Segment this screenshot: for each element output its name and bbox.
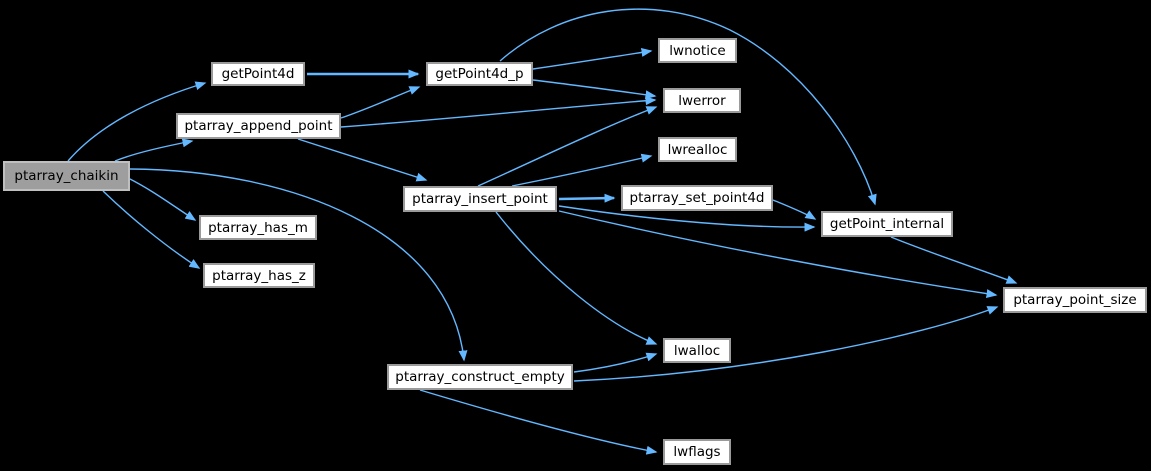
node-lwnotice[interactable]: lwnotice [658, 38, 737, 63]
node-ptarray_construct_empty[interactable]: ptarray_construct_empty [387, 364, 573, 390]
edge-group [67, 8, 1018, 455]
edge-ptarray_chaikin-to-ptarray_append_point [114, 138, 194, 162]
node-label: ptarray_set_point4d [629, 190, 765, 206]
edge-ptarray_insert_point-to-lwrealloc [511, 153, 653, 187]
node-lwflags[interactable]: lwflags [663, 439, 731, 465]
edge-ptarray_set_point4d-to-getPoint_internal [772, 199, 817, 220]
node-ptarray_point_size[interactable]: ptarray_point_size [1003, 287, 1147, 313]
node-label: lwerror [678, 92, 726, 109]
node-label: getPoint_internal [829, 216, 945, 232]
node-ptarray_has_m[interactable]: ptarray_has_m [199, 215, 317, 240]
node-lwalloc[interactable]: lwalloc [663, 338, 731, 363]
edge-getPoint4d_p-to-getPoint_internal [499, 8, 877, 206]
edge-getPoint4d_p-to-lwnotice [532, 47, 653, 70]
edge-ptarray_append_point-to-lwerror [340, 96, 657, 128]
node-label: lwalloc [673, 342, 721, 359]
node-label: ptarray_append_point [184, 118, 333, 134]
edge-ptarray_insert_point-to-ptarray_set_point4d [558, 193, 616, 203]
node-label: ptarray_has_z [212, 267, 306, 284]
node-getPoint4d[interactable]: getPoint4d [211, 62, 305, 86]
node-label: lwrealloc [667, 141, 728, 158]
edge-ptarray_insert_point-to-lwalloc [495, 211, 658, 345]
node-getPoint4d_p[interactable]: getPoint4d_p [426, 62, 533, 86]
node-getPoint_internal[interactable]: getPoint_internal [821, 211, 953, 237]
edge-ptarray_construct_empty-to-lwalloc [573, 352, 658, 373]
node-ptarray_has_z[interactable]: ptarray_has_z [203, 263, 315, 288]
node-lwrealloc[interactable]: lwrealloc [658, 137, 737, 162]
node-label: getPoint4d [221, 66, 295, 82]
edge-getPoint4d_p-to-lwerror [532, 79, 657, 100]
edge-ptarray_construct_empty-to-lwflags [419, 389, 658, 455]
node-ptarray_chaikin[interactable]: ptarray_chaikin [3, 161, 130, 191]
edge-ptarray_chaikin-to-ptarray_has_m [127, 177, 197, 221]
edge-ptarray_insert_point-to-lwerror [477, 106, 658, 187]
edge-ptarray_chaikin-to-ptarray_has_z [102, 190, 201, 269]
node-ptarray_insert_point[interactable]: ptarray_insert_point [403, 186, 557, 212]
node-label: ptarray_construct_empty [395, 369, 565, 385]
node-label: ptarray_insert_point [412, 191, 548, 207]
node-lwerror[interactable]: lwerror [663, 88, 741, 113]
node-ptarray_append_point[interactable]: ptarray_append_point [176, 113, 341, 139]
edge-ptarray_chaikin-to-ptarray_construct_empty [129, 168, 468, 362]
node-label: lwflags [673, 444, 721, 460]
edge-getPoint_internal-to-ptarray_point_size [890, 236, 1018, 284]
node-label: ptarray_has_m [208, 219, 308, 236]
edge-ptarray_insert_point-to-getPoint_internal [558, 205, 816, 232]
node-label: getPoint4d_p [435, 66, 524, 82]
node-label: ptarray_point_size [1013, 292, 1137, 308]
node-label: lwnotice [669, 42, 726, 59]
node-label: ptarray_chaikin [14, 168, 119, 184]
edge-ptarray_append_point-to-ptarray_insert_point [297, 138, 428, 182]
edge-ptarray_chaikin-to-getPoint4d [67, 81, 207, 162]
edge-ptarray_insert_point-to-ptarray_point_size [558, 210, 998, 299]
edge-ptarray_append_point-to-getPoint4d_p [340, 86, 421, 119]
edge-ptarray_construct_empty-to-ptarray_point_size [573, 306, 999, 382]
node-ptarray_set_point4d[interactable]: ptarray_set_point4d [621, 185, 773, 211]
